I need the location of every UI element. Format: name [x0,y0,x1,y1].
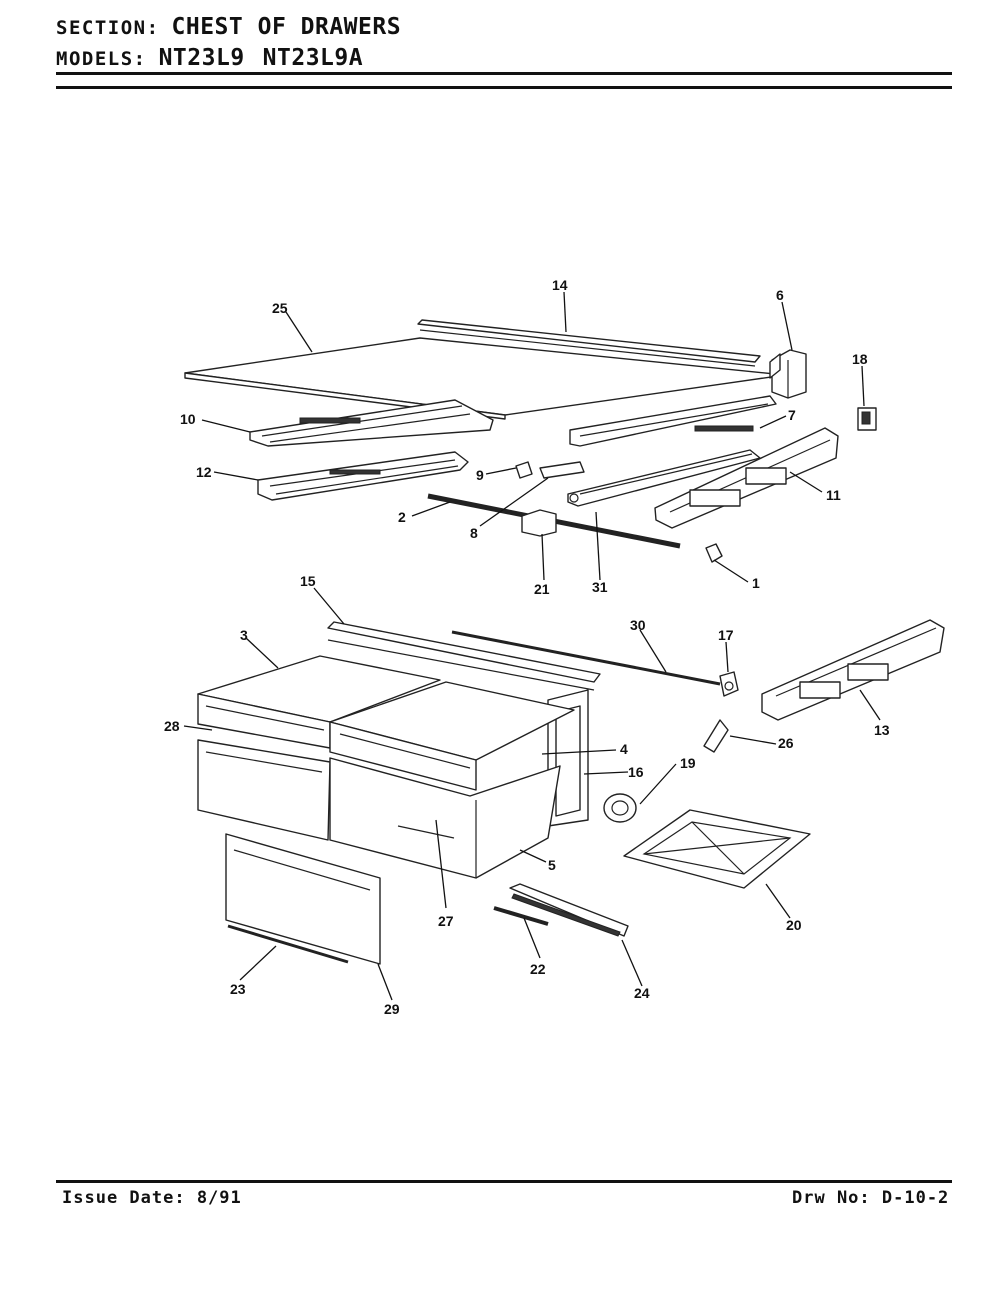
callout-27: 27 [438,913,454,929]
footer-rule [56,1180,952,1183]
callout-11: 11 [826,487,841,503]
callout-10: 10 [180,411,196,427]
part-rear-trim [417,319,761,367]
callout-25: 25 [272,300,288,316]
part-drawer-rod [451,630,721,686]
callout-26: 26 [778,735,794,751]
model-number: NT23L9A [262,45,364,71]
callout-30: 30 [630,617,646,633]
callout-17: 17 [718,627,734,643]
part-drawer-rear-trim [327,621,601,691]
callout-labels: 1 2 3 4 5 6 7 8 9 10 11 12 13 14 15 16 1… [164,277,890,1017]
callout-21: 21 [534,581,550,597]
callout-24: 24 [634,985,650,1001]
callout-23: 23 [230,981,246,997]
callout-19: 19 [680,755,696,771]
callout-6: 6 [776,287,784,303]
drawing-number: Drw No: D-10-2 [792,1188,950,1208]
models-line: MODELS: NT23L9 NT23L9A [56,43,419,74]
part-block [521,509,557,537]
section-line: SECTION: CHEST OF DRAWERS [56,12,419,43]
callout-28: 28 [164,718,180,734]
part-slide-clip [515,461,585,479]
leader-lines [183,291,881,1001]
part-right-side-rail [761,619,945,721]
callout-13: 13 [874,722,890,738]
callout-7: 7 [788,407,796,423]
callout-4: 4 [620,741,628,757]
callout-18: 18 [852,351,868,367]
callout-20: 20 [786,917,802,933]
callout-12: 12 [196,464,212,480]
model-number: NT23L9 [158,45,245,71]
part-clip [857,407,877,431]
callout-31: 31 [592,579,608,595]
part-cam-small [703,719,729,753]
callout-14: 14 [552,277,568,293]
part-left-lower-rail [257,451,469,501]
callout-22: 22 [530,961,546,977]
part-drawer-front [225,833,381,965]
page-header: SECTION: CHEST OF DRAWERS MODELS: NT23L9… [56,12,419,74]
part-tray-frame [623,809,811,889]
part-left-upper-rail [249,399,494,447]
part-center-rail [567,449,761,507]
section-label: SECTION: [56,17,160,39]
part-strip [493,906,549,926]
part-knob [603,793,637,823]
part-right-bin [329,757,561,879]
issue-date: Issue Date: 8/91 [62,1188,242,1208]
models-label: MODELS: [56,48,147,70]
part-left-drawer [197,655,441,749]
part-right-upper-rail [569,395,777,447]
callout-16: 16 [628,764,644,780]
header-rule [56,72,952,75]
part-bracket [719,671,739,697]
callout-1: 1 [752,575,760,591]
part-cam [705,543,723,563]
part-slide-track [509,883,629,937]
callout-2: 2 [398,509,406,525]
callout-3: 3 [240,627,248,643]
part-end-cap [769,349,807,399]
section-value: CHEST OF DRAWERS [171,14,402,40]
callout-29: 29 [384,1001,400,1017]
callout-8: 8 [470,525,478,541]
header-rule [56,86,952,89]
callout-9: 9 [476,467,484,483]
callout-15: 15 [300,573,316,589]
part-right-drawer [329,681,575,791]
callout-5: 5 [548,857,556,873]
part-cover-frame [547,689,589,827]
part-left-drawer-front [197,739,331,841]
part-right-lower-rail [654,427,839,529]
